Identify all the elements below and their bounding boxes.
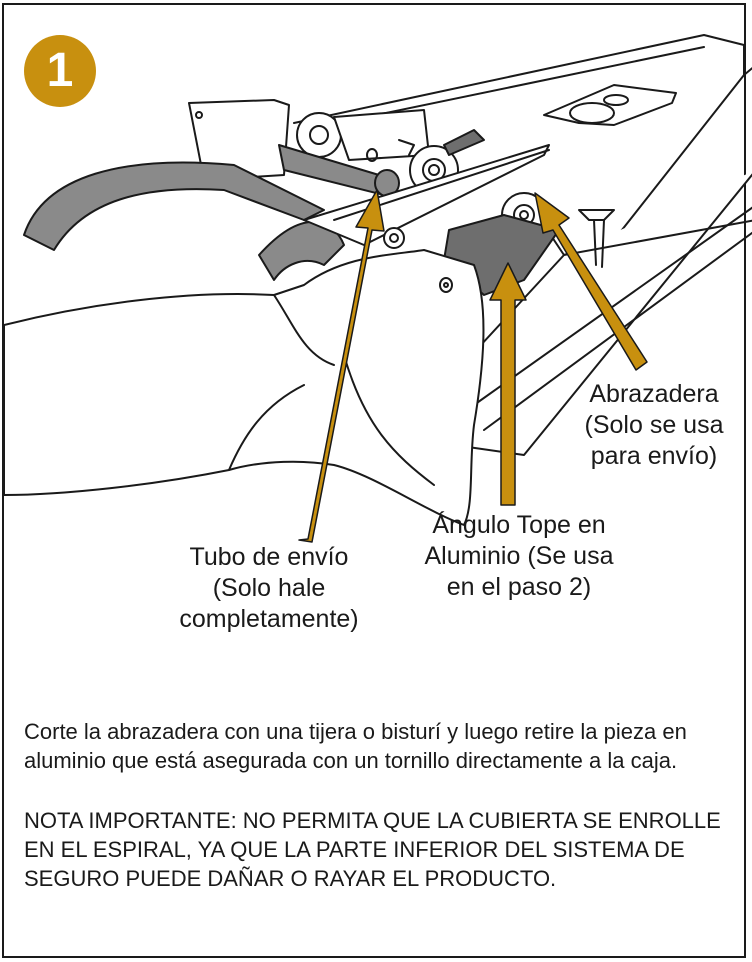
important-note: NOTA IMPORTANTE: NO PERMITA QUE LA CUBIE… [24, 808, 721, 891]
hand-icon [4, 139, 485, 526]
instruction-card: 1 Abrazadera (Solo se usa para envío) Tu… [2, 3, 752, 958]
clamp-callout-label: Abrazadera (Solo se usa para envío) [584, 380, 724, 470]
shipping-tube [278, 144, 400, 197]
installation-illustration [4, 34, 752, 543]
step-number: 1 [46, 44, 74, 97]
instruction-paragraph: Corte la abrazadera con una tijera o bis… [24, 719, 687, 773]
aluminum-angle-callout-label: Ángulo Tope en Aluminio (Se usa en el pa… [424, 511, 614, 601]
arrow-icon [298, 189, 648, 543]
shipping-tube-callout-label: Tubo de envío (Solo hale completamente) [179, 543, 359, 633]
instructions-text: Corte la abrazadera con una tijera o bis… [24, 717, 739, 893]
shade-housing-icon [293, 34, 752, 456]
step-number-badge: 1 [24, 35, 96, 107]
